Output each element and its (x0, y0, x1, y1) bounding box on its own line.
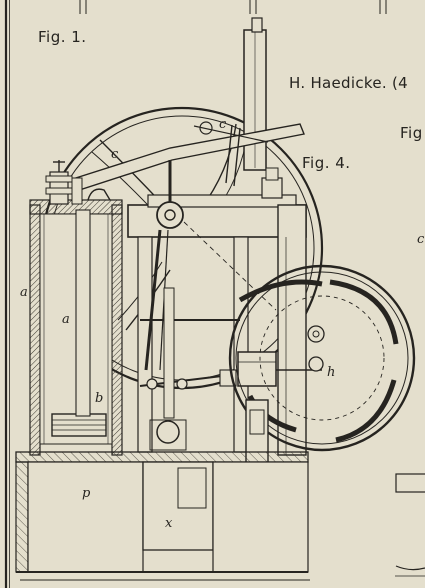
label-x: x (165, 516, 173, 531)
label-c-right: c (219, 117, 227, 132)
label-c-margin: c (417, 232, 425, 247)
label-h: h (327, 365, 336, 380)
fig4-label: Fig. 4. (302, 154, 351, 172)
base-frame (15, 451, 310, 581)
fig1-label: Fig. 1. (38, 28, 87, 46)
author-caption: H. Haedicke. (4 (289, 74, 408, 92)
page-border (4, 0, 387, 588)
valve-fittings (45, 160, 111, 205)
label-a-inner: a (62, 312, 70, 327)
left-cylinder (29, 199, 123, 456)
valve-linkage (139, 287, 240, 419)
fig-cut-label: Fig (400, 124, 423, 142)
label-b: b (95, 391, 104, 406)
governor (237, 325, 325, 387)
label-c-left: c (111, 147, 119, 162)
margin-fragments (395, 473, 425, 577)
label-p: p (82, 486, 91, 501)
label-a-outer: a (20, 285, 28, 300)
engine-frame (127, 167, 307, 456)
top-vertical-rod (243, 17, 267, 171)
